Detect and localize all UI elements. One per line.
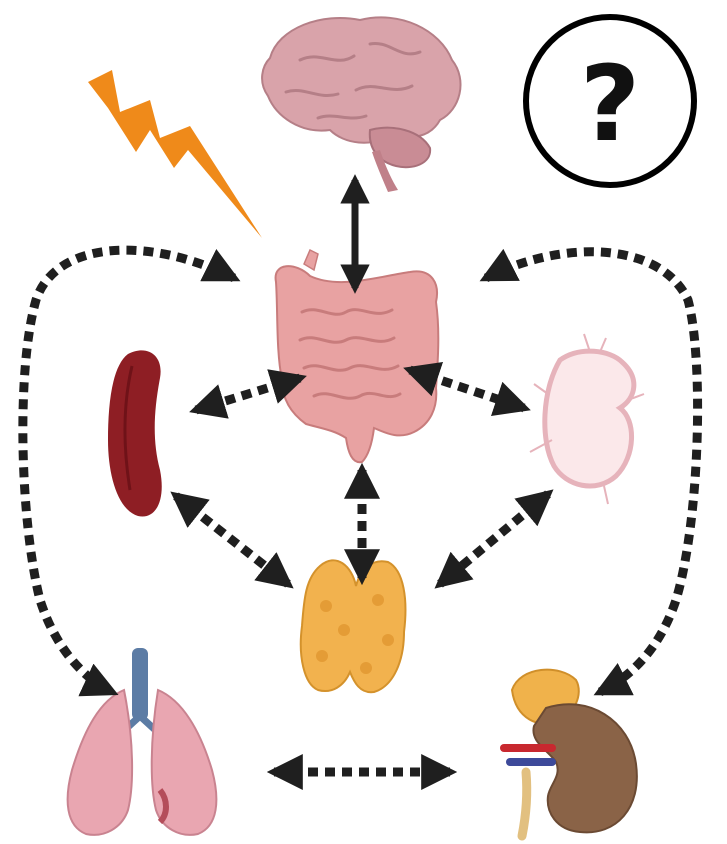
arrow-spleen-pancreas bbox=[170, 491, 294, 589]
pancreas-icon bbox=[299, 559, 407, 694]
kidney-adrenal-icon bbox=[500, 668, 638, 841]
lightning-bolt-icon bbox=[88, 70, 262, 238]
arrow-adipose-pancreas bbox=[434, 489, 554, 589]
question-mark: ? bbox=[580, 43, 640, 165]
brain-icon bbox=[261, 16, 462, 192]
arrows bbox=[18, 174, 703, 790]
arrow-gut-adipose bbox=[403, 362, 531, 416]
question-circle-icon: ? bbox=[523, 14, 697, 188]
spleen-icon bbox=[108, 350, 162, 517]
adipose-tissue-icon bbox=[529, 333, 645, 505]
arrow-gut-lungs bbox=[18, 245, 241, 697]
arrow-gut-kidney bbox=[479, 247, 703, 697]
